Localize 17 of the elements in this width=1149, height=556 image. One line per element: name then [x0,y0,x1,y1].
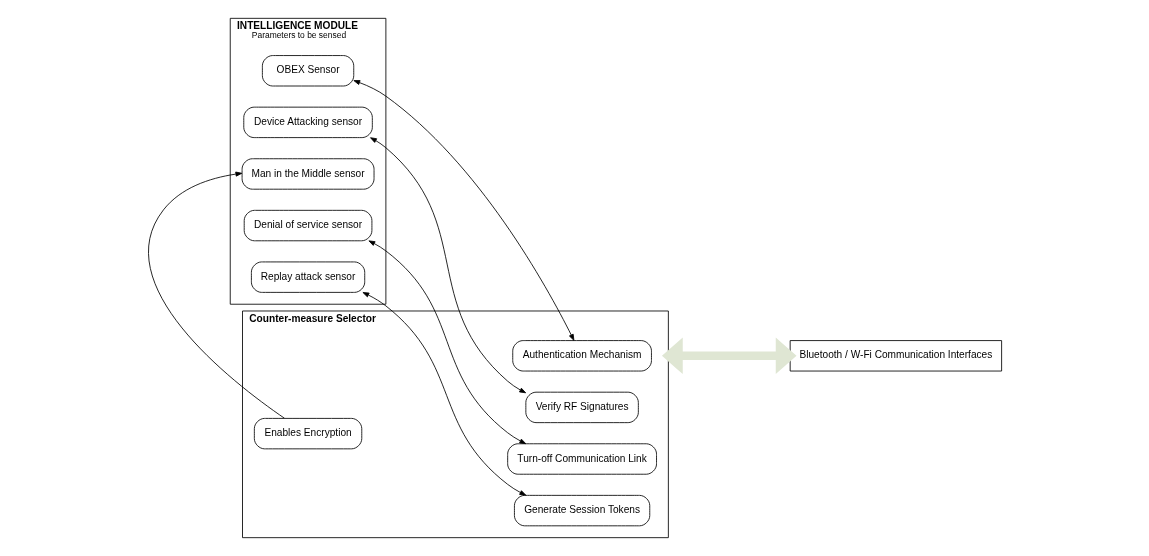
node-box: Device Attacking sensor [242,106,373,139]
arrow [147,171,285,419]
arrow [352,80,574,341]
node-box: Bluetooth / W-Fi Communication Interfaces [789,340,1002,372]
node-box: Enables Encryption [253,417,362,450]
node-box: Man in the Middle sensor [241,158,374,190]
node-box: Turn-off Communication Link [506,443,657,475]
node-box: Replay attack sensor [250,261,365,293]
node-box: Generate Session Tokens [513,494,650,527]
node-box: OBEX Sensor [261,55,354,87]
arrow [369,137,526,394]
arrow [368,240,526,445]
node-box: Verify RF Signatures [524,391,639,424]
node-box: Denial of service sensor [243,209,372,242]
node-box: Authentication Mechanism [511,340,652,372]
arrow [362,292,526,496]
arrow [661,337,797,374]
